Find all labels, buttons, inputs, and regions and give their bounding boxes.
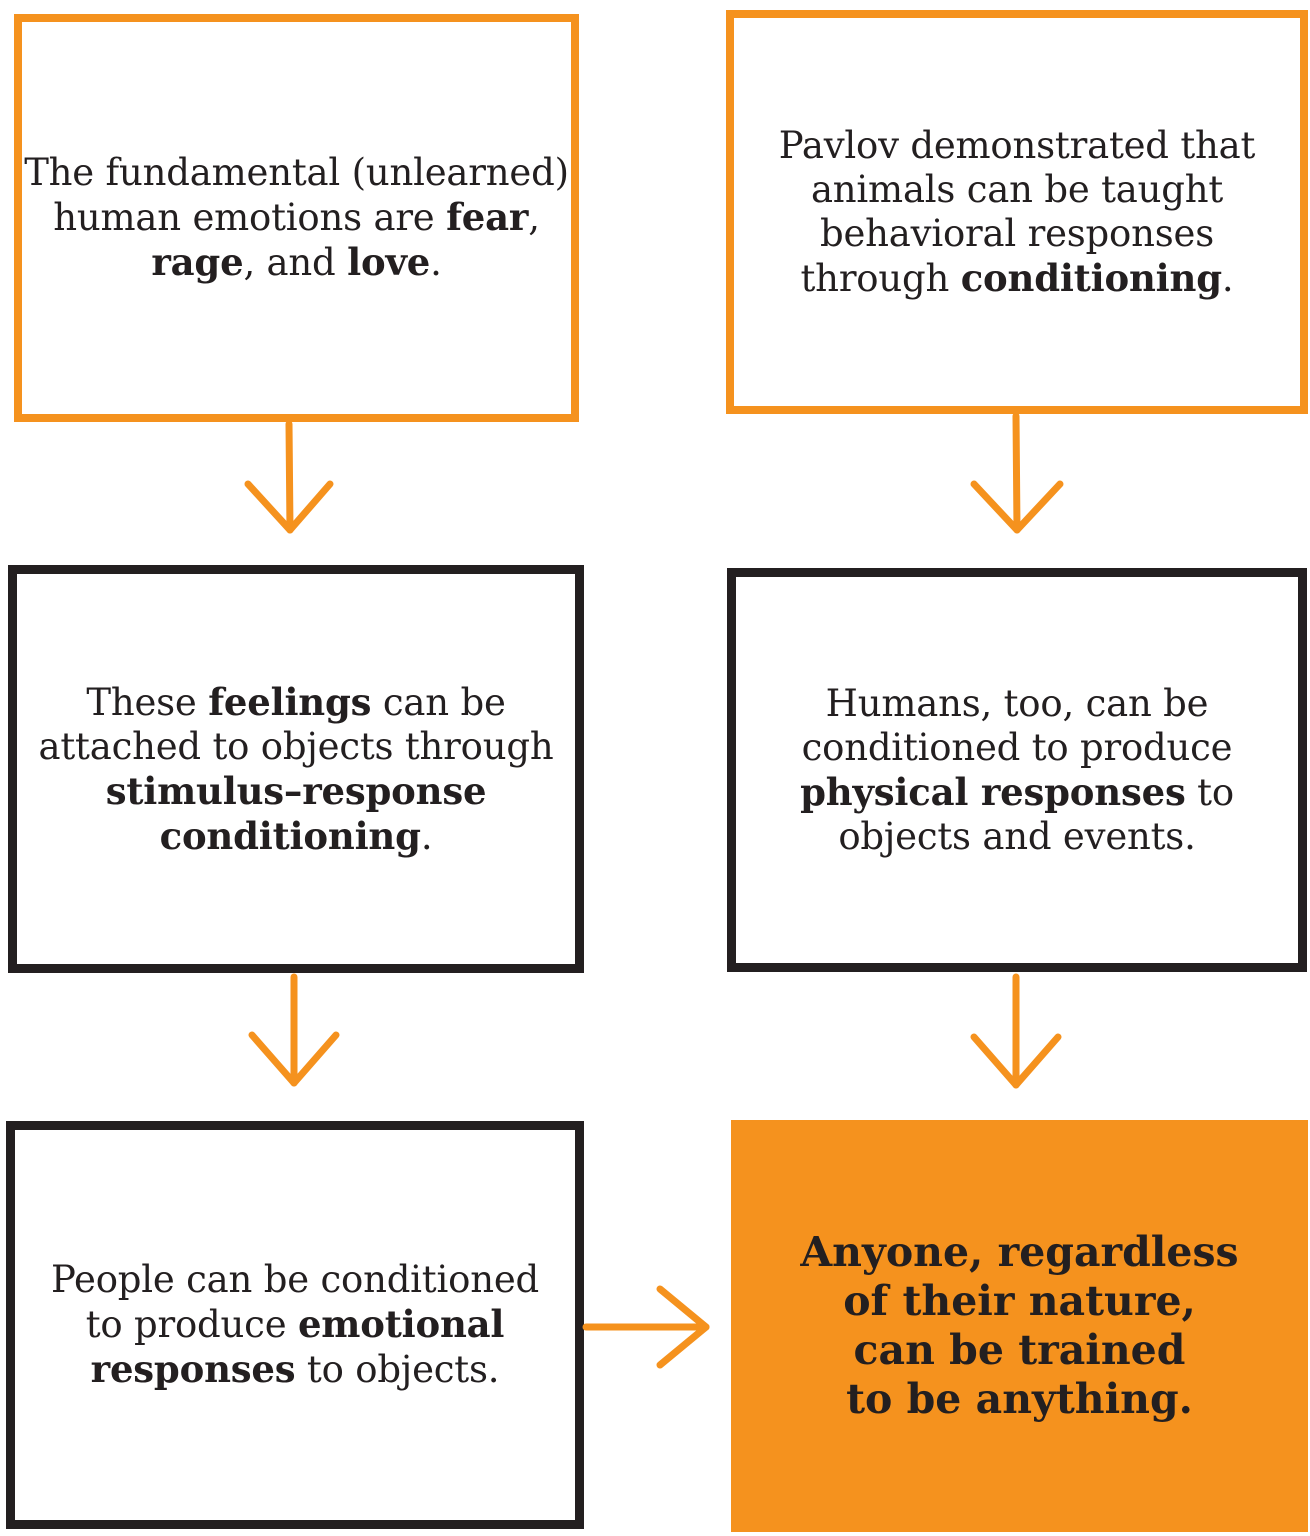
text-line: The fundamental (unlearned) xyxy=(24,151,569,195)
text-run: human emotions are xyxy=(53,196,447,239)
text-run: , xyxy=(528,196,540,239)
bold-term: rage xyxy=(151,240,244,284)
text-line: physical responses to xyxy=(800,770,1234,815)
bold-term: feelings xyxy=(208,679,372,724)
bold-term: responses xyxy=(90,1347,296,1391)
conclusion-line-2: of their nature, xyxy=(843,1277,1196,1325)
bold-term: stimulus–response xyxy=(105,768,487,813)
conclusion-line-3: can be trained xyxy=(853,1326,1186,1374)
text-run: to xyxy=(1185,770,1234,814)
text-run: , and xyxy=(243,241,348,284)
arrow-down-left-1 xyxy=(244,420,334,534)
text-line: Pavlov demonstrated that xyxy=(778,123,1256,168)
text-line: animals can be taught xyxy=(779,168,1255,212)
bold-term: physical responses xyxy=(800,769,1186,814)
text-run: to objects. xyxy=(295,1348,500,1391)
text-run: to produce xyxy=(85,1303,298,1346)
conclusion-line-1: Anyone, regardless xyxy=(800,1228,1239,1276)
box-fundamental-emotions-text: The fundamental (unlearned)human emotion… xyxy=(24,151,569,285)
text-run: . xyxy=(420,814,433,858)
text-line: to produce emotional xyxy=(51,1302,539,1347)
text-run: . xyxy=(430,241,442,284)
conclusion-line-4: to be anything. xyxy=(846,1375,1193,1423)
text-run: through xyxy=(800,256,961,300)
text-line: conditioned to produce xyxy=(800,726,1234,770)
text-run: objects and events. xyxy=(838,814,1196,858)
text-line: People can be conditioned xyxy=(51,1258,539,1302)
text-line: rage, and love. xyxy=(24,240,569,285)
text-line: Humans, too, can be xyxy=(800,682,1234,726)
text-line: human emotions are fear, xyxy=(24,195,569,240)
text-run: . xyxy=(1221,256,1234,300)
text-run: People can be conditioned xyxy=(50,1258,540,1301)
text-line: responses to objects. xyxy=(51,1347,539,1392)
bold-term: fear xyxy=(446,195,529,239)
bold-term: emotional xyxy=(297,1302,505,1346)
text-line: objects and events. xyxy=(800,815,1234,859)
text-run: The fundamental (unlearned) xyxy=(24,151,569,194)
text-line: conditioning. xyxy=(39,814,554,859)
text-run: animals can be taught xyxy=(810,167,1224,211)
text-run: These xyxy=(86,680,209,724)
text-run: can be xyxy=(371,680,506,724)
conclusion-text: Anyone, regardless of their nature, can … xyxy=(800,1228,1238,1424)
text-line: These feelings can be xyxy=(39,680,554,725)
text-run: Humans, too, can be xyxy=(825,681,1209,725)
text-run: conditioned to produce xyxy=(801,725,1233,769)
text-line: through conditioning. xyxy=(779,256,1255,301)
bold-term: conditioning xyxy=(159,813,421,858)
bold-term: love xyxy=(347,240,431,284)
arrow-right xyxy=(582,1285,710,1369)
box-conclusion: Anyone, regardless of their nature, can … xyxy=(731,1120,1308,1532)
text-run: behavioral responses xyxy=(819,211,1215,255)
box-fundamental-emotions: The fundamental (unlearned)human emotion… xyxy=(14,14,579,422)
text-run: attached to objects through xyxy=(38,724,554,768)
arrow-down-right-2 xyxy=(970,973,1062,1089)
arrow-down-right-1 xyxy=(970,412,1064,534)
text-line: behavioral responses xyxy=(779,212,1255,256)
text-line: stimulus–response xyxy=(39,769,554,814)
text-run: Pavlov demonstrated that xyxy=(778,123,1256,167)
text-line: attached to objects through xyxy=(39,725,554,769)
arrow-down-left-2 xyxy=(248,973,340,1087)
bold-term: conditioning xyxy=(960,255,1222,300)
